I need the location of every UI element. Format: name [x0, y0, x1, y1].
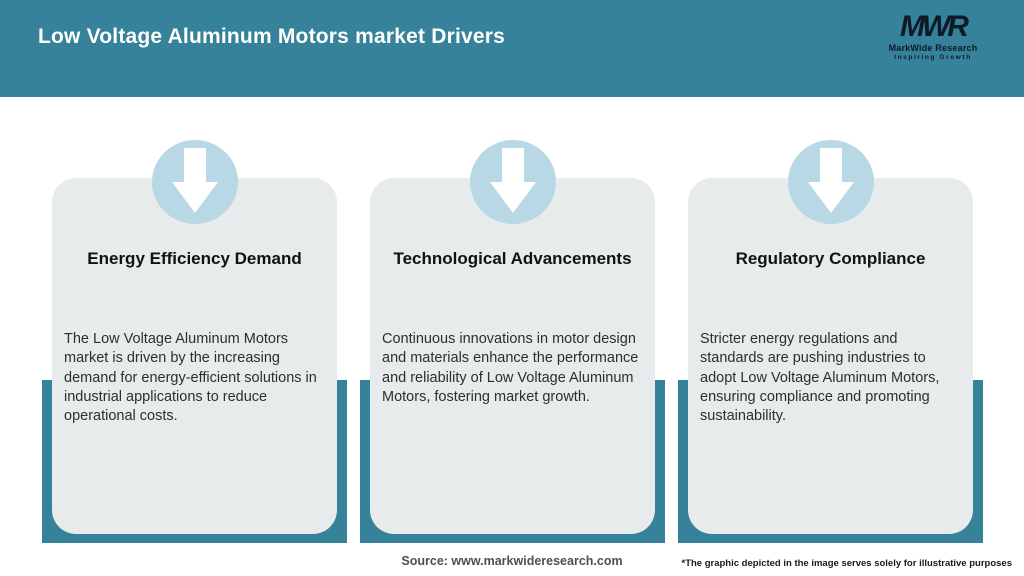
source-text: Source: www.markwideresearch.com [401, 554, 623, 568]
card-panel: Energy Efficiency Demand The Low Voltage… [52, 178, 337, 534]
card-panel: Technological Advancements Continuous in… [370, 178, 655, 534]
card-title: Regulatory Compliance [735, 249, 926, 268]
driver-card-energy-efficiency: Energy Efficiency Demand The Low Voltage… [42, 140, 347, 543]
header-band: Low Voltage Aluminum Motors market Drive… [0, 0, 1024, 97]
logo-tagline: Inspiring Growth [894, 54, 972, 61]
card-description: Stricter energy regulations and standard… [700, 331, 940, 425]
driver-card-technological-advancements: Technological Advancements Continuous in… [360, 140, 665, 543]
card-title: Technological Advancements [393, 249, 632, 268]
down-arrow-icon [151, 140, 238, 224]
card-description: Continuous innovations in motor design a… [382, 331, 639, 405]
driver-card-regulatory-compliance: Regulatory Compliance Stricter energy re… [678, 140, 983, 543]
card-panel: Regulatory Compliance Stricter energy re… [688, 178, 973, 534]
logo-monogram: MWR [900, 10, 969, 43]
logo-company-name: MarkWide Research [888, 43, 978, 53]
card-description: The Low Voltage Aluminum Motors market i… [64, 331, 317, 425]
page-title: Low Voltage Aluminum Motors market Drive… [38, 25, 505, 48]
down-arrow-icon [787, 140, 874, 224]
card-title: Energy Efficiency Demand [87, 249, 302, 268]
markwide-research-logo: MWR MarkWide Research Inspiring Growth [868, 12, 998, 62]
down-arrow-icon [469, 140, 556, 224]
disclaimer-text: *The graphic depicted in the image serve… [681, 558, 1013, 569]
